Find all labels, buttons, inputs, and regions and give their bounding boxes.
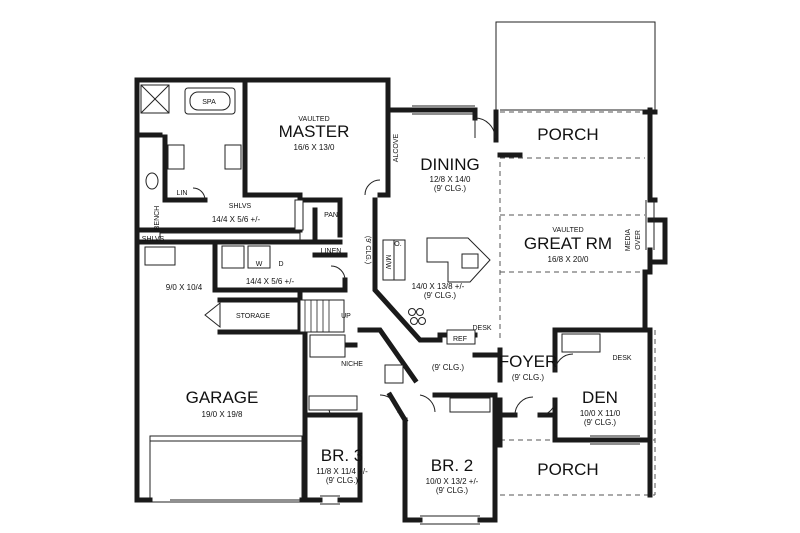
shlvs-side-label: SHLVS [142, 236, 165, 243]
clg-vert-label: (9' CLG.) [364, 236, 371, 264]
foyer-ceiling: (9' CLG.) [512, 373, 545, 382]
pan-label: PAN [324, 212, 338, 219]
br3-title: BR. 3 [321, 446, 364, 465]
media-label-1: MEDIA [625, 229, 632, 252]
garage-title: GARAGE [186, 388, 259, 407]
bench-label: BENCH [154, 206, 161, 231]
media-label-2: OVER [635, 230, 642, 250]
kitchen-ceiling: (9' CLG.) [424, 291, 457, 300]
room-labels: VAULTED MASTER 16/6 X 13/0 SPA LIN SHLVS… [142, 99, 642, 495]
windows [170, 105, 655, 525]
up-label: UP [341, 313, 351, 320]
desk-den-label: DESK [612, 355, 631, 362]
washer-label: W [256, 261, 263, 268]
master-dims: 16/6 X 13/0 [294, 143, 335, 152]
br2-ceiling: (9' CLG.) [436, 486, 469, 495]
niche-label: NICHE [341, 361, 363, 368]
garage-top-dims: 9/0 X 10/4 [166, 283, 203, 292]
linen-label: LINEN [321, 248, 342, 255]
br2-dims: 10/0 X 13/2 +/- [426, 477, 479, 486]
dining-dims: 12/8 X 14/0 [430, 175, 471, 184]
foyer-title: FOYER [499, 352, 558, 371]
porch-bottom-title: PORCH [537, 460, 598, 479]
den-ceiling: (9' CLG.) [584, 418, 617, 427]
hall-ceiling: (9' CLG.) [432, 363, 465, 372]
fixtures [140, 84, 601, 413]
great-rm-dims: 16/8 X 20/0 [548, 255, 589, 264]
walls [134, 77, 668, 523]
garage-dims: 19/0 X 19/8 [202, 410, 243, 419]
oven-label: O. [394, 241, 401, 248]
storage-label: STORAGE [236, 313, 270, 320]
master-prefix: VAULTED [298, 116, 329, 123]
alcove-label: ALCOVE [393, 133, 400, 162]
ref-label: REF [453, 336, 467, 343]
kitchen-dims: 14/0 X 13/8 +/- [412, 282, 465, 291]
shlvs-closet-label: SHLVS [229, 203, 252, 210]
mw-label: M/W [384, 255, 391, 270]
great-rm-prefix: VAULTED [552, 227, 583, 234]
porch-top-title: PORCH [537, 125, 598, 144]
master-title: MASTER [279, 122, 350, 141]
dryer-label: D [278, 261, 283, 268]
dining-title: DINING [420, 155, 480, 174]
den-title: DEN [582, 388, 618, 407]
br2-title: BR. 2 [431, 456, 474, 475]
lin-label: LIN [177, 190, 188, 197]
laundry-dims: 14/4 X 5/6 +/- [246, 277, 295, 286]
great-rm-title: GREAT RM [524, 234, 612, 253]
desk-kitchen-label: DESK [472, 325, 491, 332]
den-dims: 10/0 X 11/0 [580, 409, 621, 418]
shlvs-closet-dims: 14/4 X 5/6 +/- [212, 215, 261, 224]
spa-label: SPA [202, 99, 216, 106]
br3-ceiling: (9' CLG.) [326, 476, 359, 485]
dining-ceiling: (9' CLG.) [434, 184, 467, 193]
br3-dims: 11/8 X 11/4 +/- [316, 467, 368, 476]
